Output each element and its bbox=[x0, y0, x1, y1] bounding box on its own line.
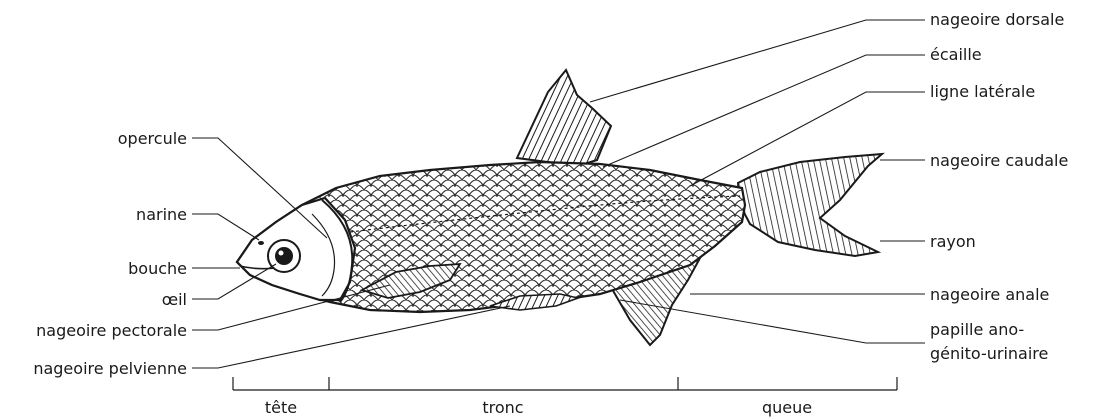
label-nageoire-dorsale: nageoire dorsale bbox=[930, 10, 1064, 29]
fish-illustration bbox=[237, 70, 882, 345]
label-opercule: opercule bbox=[118, 129, 187, 148]
label-oeil: œil bbox=[162, 290, 187, 309]
section-label-tronc: tronc bbox=[482, 398, 523, 417]
label-nageoire-pectorale: nageoire pectorale bbox=[36, 321, 187, 340]
label-bouche: bouche bbox=[128, 259, 187, 278]
caudal-fin-shape bbox=[738, 154, 882, 256]
label-ecaille: écaille bbox=[930, 45, 982, 64]
label-papille-line1: papille ano- bbox=[930, 320, 1024, 339]
label-ligne-laterale: ligne latérale bbox=[930, 82, 1035, 101]
section-label-tete: tête bbox=[265, 398, 297, 417]
dorsal-fin-shape bbox=[517, 70, 611, 166]
label-papille-line2: génito-urinaire bbox=[930, 344, 1048, 363]
label-nageoire-anale: nageoire anale bbox=[930, 285, 1049, 304]
label-rayon: rayon bbox=[930, 232, 976, 251]
section-label-queue: queue bbox=[762, 398, 812, 417]
label-nageoire-pelvienne: nageoire pelvienne bbox=[33, 359, 187, 378]
label-nageoire-caudale: nageoire caudale bbox=[930, 151, 1068, 170]
section-bracket bbox=[233, 377, 897, 390]
label-narine: narine bbox=[136, 205, 187, 224]
